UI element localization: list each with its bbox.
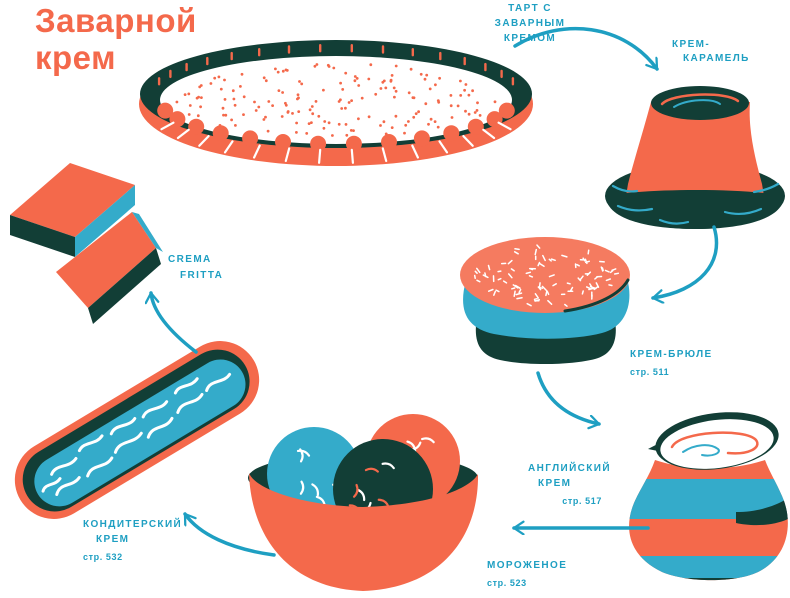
tart-wall-ticks <box>160 121 512 164</box>
ice-cream-illustration <box>248 414 479 591</box>
jug-stripes <box>629 479 788 581</box>
arrow-eclair-to-fritta <box>151 293 198 354</box>
label-tart-line2: КРЕМОМ <box>503 33 557 44</box>
label-brulee-page: стр. 511 <box>630 367 670 377</box>
jug-cream-swirls <box>670 431 759 457</box>
label-fritta-line2: FRITTA <box>180 270 224 281</box>
bowl-front <box>249 473 479 591</box>
fritta-slice2-side <box>88 248 161 324</box>
tart-filling <box>160 56 512 144</box>
arrow-tart-to-caramel <box>513 26 659 71</box>
label-pastry-line1: КОНДИТЕРСКИЙ <box>83 519 183 530</box>
label-anglaise-line2: КРЕМ <box>538 478 572 489</box>
label-brulee: КРЕМ-БРЮЛЕ стр. 511 <box>630 347 713 380</box>
brulee-top-shadow <box>563 278 630 313</box>
page-title-line1: Заварной <box>35 2 197 39</box>
fritta-slice1-top <box>10 163 135 237</box>
caramel-top <box>651 86 749 120</box>
creme-caramel-illustration <box>605 86 785 229</box>
label-anglaise-line1: АНГЛИЙСКИЙ <box>528 463 611 474</box>
flow-arrows <box>151 26 719 557</box>
label-fritta: CREMA FRITTA <box>168 252 223 284</box>
label-icecream: МОРОЖЕНОЕ стр. 523 <box>487 558 567 591</box>
jug-cream-surface <box>660 419 774 469</box>
crema-fritta-illustration <box>10 163 163 324</box>
fritta-slice2-top <box>56 212 156 308</box>
label-anglaise-page: стр. 517 <box>562 496 602 506</box>
creme-anglaise-jug-illustration <box>629 412 788 581</box>
fritta-slice1-side <box>10 215 75 257</box>
label-brulee-name: КРЕМ-БРЮЛЕ <box>630 349 713 360</box>
label-caramel: КРЕМ- КАРАМЕЛЬ <box>672 38 750 66</box>
tart-speckles <box>175 63 497 137</box>
caramel-puddle-front <box>606 190 784 229</box>
brulee-sugar-speckles <box>473 244 620 307</box>
tart-illustration <box>139 40 533 166</box>
label-pastry-line2: КРЕМ <box>96 534 130 545</box>
creme-brulee-illustration <box>460 237 630 365</box>
tart-rim-dashes <box>157 44 515 86</box>
eclair-cream-waves <box>41 372 232 497</box>
eclair-illustration <box>14 341 260 519</box>
label-caramel-line1: КРЕМ- <box>672 39 711 50</box>
arrow-icecream-to-pastry <box>183 512 276 557</box>
label-anglaise: АНГЛИЙСКИЙ КРЕМ стр. 517 <box>528 461 611 509</box>
caramel-highlights <box>611 93 780 225</box>
fritta-slice2-edge <box>132 212 163 252</box>
brulee-sugar-top <box>460 237 630 313</box>
label-icecream-name: МОРОЖЕНОЕ <box>487 560 568 571</box>
fritta-slice1-edge <box>75 185 135 257</box>
label-pastry-page: стр. 532 <box>83 552 123 562</box>
label-icecream-page: стр. 523 <box>487 578 527 588</box>
label-fritta-line1: CREMA <box>168 254 212 265</box>
label-caramel-line2: КАРАМЕЛЬ <box>683 53 750 64</box>
label-tart: ТАРТ С ЗАВАРНЫМ КРЕМОМ <box>474 1 586 46</box>
label-tart-line1: ТАРТ С ЗАВАРНЫМ <box>494 3 566 29</box>
arrow-brulee-to-anglaise <box>536 371 599 424</box>
page-title-line2: крем <box>35 38 117 76</box>
caramel-body <box>626 102 764 196</box>
arrow-caramel-to-brulee <box>653 225 719 298</box>
label-pastry: КОНДИТЕРСКИЙ КРЕМ стр. 532 <box>83 517 182 565</box>
